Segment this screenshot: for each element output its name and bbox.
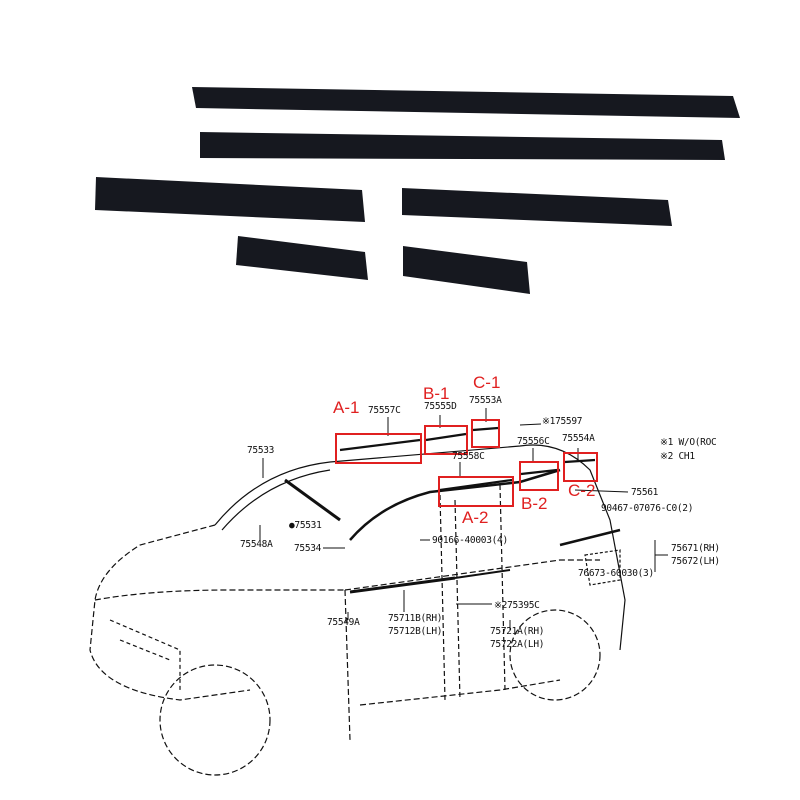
callout-c1: C-1 bbox=[473, 373, 501, 392]
callout-a2: A-2 bbox=[462, 508, 489, 527]
part-number: 75553A bbox=[469, 395, 502, 406]
part-number: ●75531 bbox=[289, 520, 322, 531]
molding-strip bbox=[403, 246, 530, 294]
part-number: 75554A bbox=[562, 433, 595, 444]
part-number: 75671(RH) bbox=[671, 543, 720, 554]
part-number: ※275395C bbox=[494, 600, 540, 611]
part-number: 75555D bbox=[424, 401, 457, 412]
part-number: 75533 bbox=[247, 445, 275, 456]
product-photo-strips bbox=[95, 87, 740, 294]
callout-a1: A-1 bbox=[333, 398, 360, 417]
part-number: 76673-60030(3) bbox=[578, 568, 654, 579]
highlight-box-c2 bbox=[563, 452, 598, 482]
highlight-box-b1 bbox=[424, 425, 468, 455]
part-number: 75548A bbox=[240, 539, 273, 550]
highlight-box-b2 bbox=[519, 461, 559, 491]
part-number: 75672(LH) bbox=[671, 556, 720, 567]
molding-strip bbox=[95, 177, 365, 222]
callout-c2: C-2 bbox=[568, 481, 596, 500]
part-number: 75712B(LH) bbox=[388, 626, 443, 637]
part-number: ※175597 bbox=[542, 416, 583, 427]
molding-strip bbox=[192, 87, 740, 118]
callout-b1: B-1 bbox=[423, 384, 450, 403]
molding-strip bbox=[200, 132, 725, 160]
highlight-box-c1 bbox=[471, 419, 500, 448]
part-number: 75721A(RH) bbox=[490, 626, 545, 637]
part-number: 75557C bbox=[368, 405, 401, 416]
molding-strip bbox=[236, 236, 368, 280]
highlight-box-a1 bbox=[335, 433, 422, 464]
callout-b2: B-2 bbox=[521, 494, 548, 513]
highlight-box-a2 bbox=[438, 476, 514, 507]
part-number: 75722A(LH) bbox=[490, 639, 545, 650]
molding-strip bbox=[402, 188, 672, 226]
part-number: 75561 bbox=[631, 487, 659, 498]
part-number: 75534 bbox=[294, 543, 322, 554]
part-number: 75711B(RH) bbox=[388, 613, 443, 624]
part-number: 90467-07076-C0(2) bbox=[601, 503, 694, 514]
part-number: 75549A bbox=[327, 617, 360, 628]
footnote: ※2 CH1 bbox=[660, 451, 695, 462]
part-number: 90166-40003(4) bbox=[432, 535, 508, 546]
footnote: ※1 W/O(ROC bbox=[660, 437, 717, 448]
part-number: 75558C bbox=[452, 451, 485, 462]
part-number: 75556C bbox=[517, 436, 550, 447]
